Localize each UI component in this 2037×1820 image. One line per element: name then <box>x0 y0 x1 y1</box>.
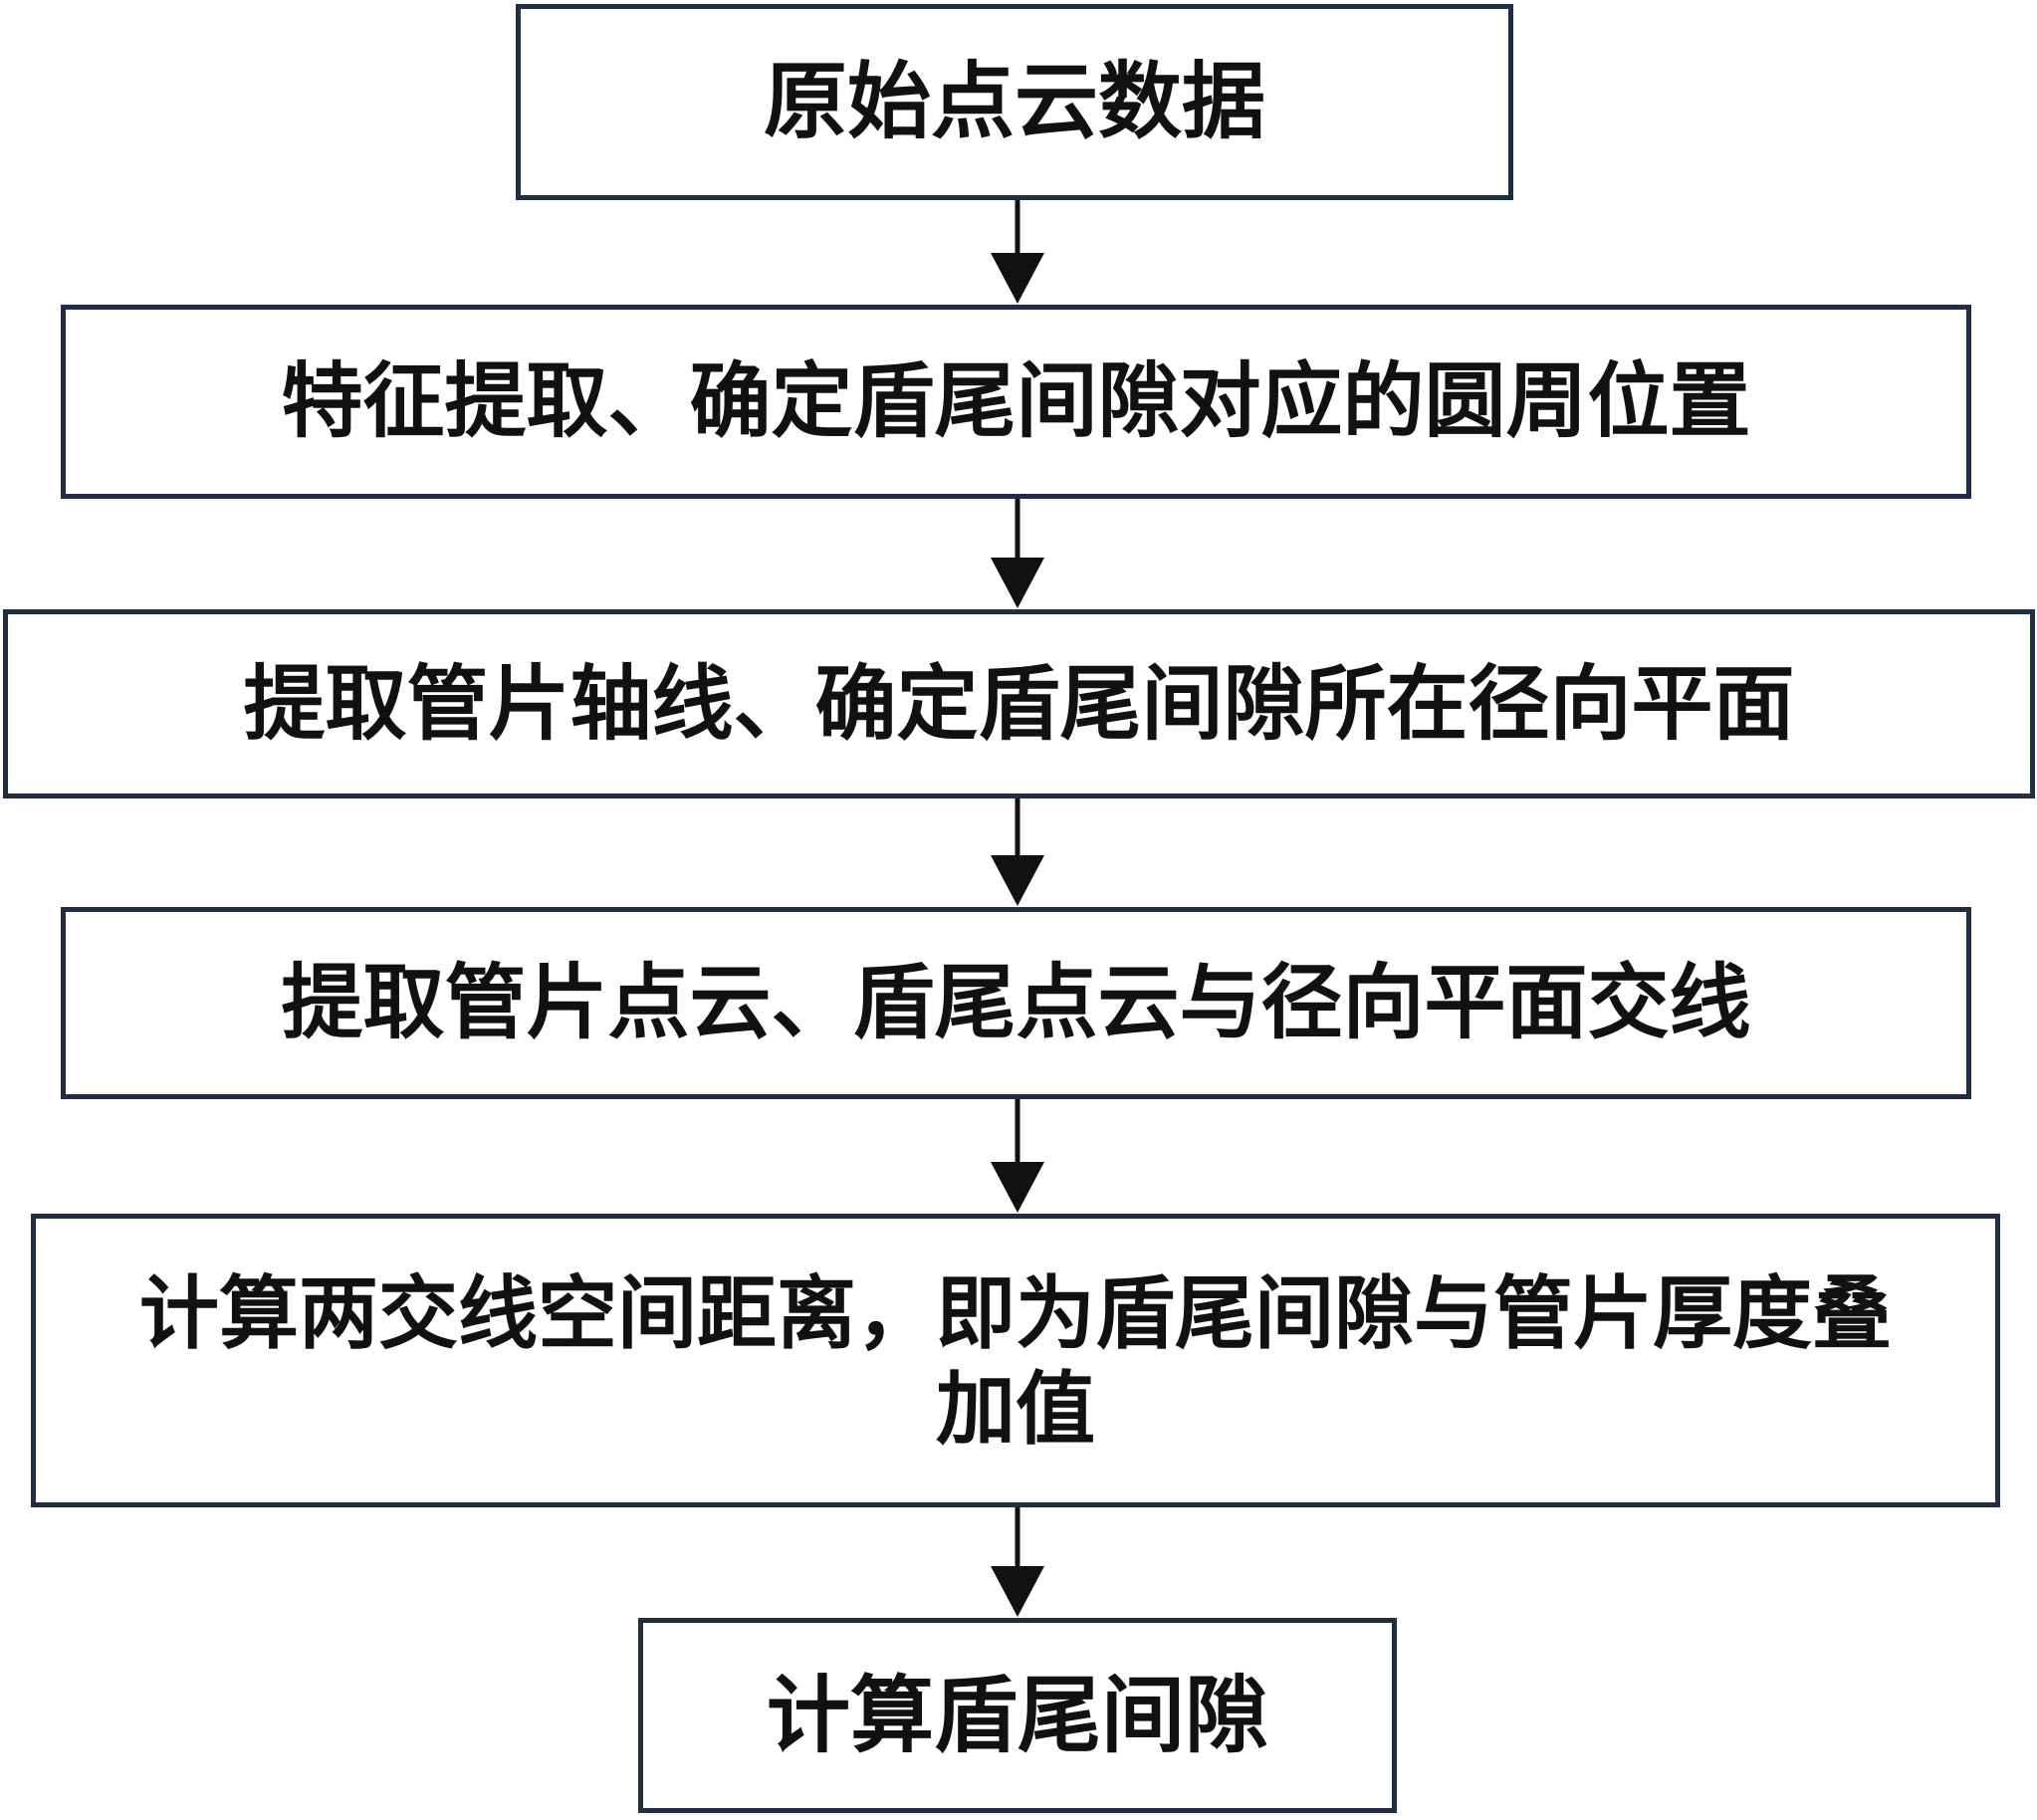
step-raw-point-cloud: 原始点云数据 <box>516 4 1513 200</box>
arrow-head-4 <box>991 1162 1044 1213</box>
step-label: 提取管片点云、盾尾点云与径向平面交线 <box>281 955 1751 1051</box>
step-label: 原始点云数据 <box>763 52 1265 151</box>
step-label: 提取管片轴线、确定盾尾间隙所在径向平面 <box>243 655 1795 752</box>
arrow-head-3 <box>991 855 1044 906</box>
step-compute-tail-gap: 计算盾尾间隙 <box>638 1618 1397 1813</box>
step-label: 特征提取、确定盾尾间隙对应的圆周位置 <box>281 353 1751 450</box>
step-label: 计算两交线空间距离，即为盾尾间隙与管片厚度叠加值 <box>139 1265 1892 1456</box>
arrow-head-2 <box>991 558 1044 608</box>
arrow-head-1 <box>991 253 1044 304</box>
step-compute-line-distance: 计算两交线空间距离，即为盾尾间隙与管片厚度叠加值 <box>31 1214 2000 1507</box>
step-label: 计算盾尾间隙 <box>766 1665 1268 1764</box>
step-extract-intersection-lines: 提取管片点云、盾尾点云与径向平面交线 <box>61 907 1971 1099</box>
arrow-head-5 <box>991 1566 1044 1617</box>
step-feature-extraction: 特征提取、确定盾尾间隙对应的圆周位置 <box>61 305 1971 499</box>
step-extract-segment-axis: 提取管片轴线、确定盾尾间隙所在径向平面 <box>3 609 2035 798</box>
